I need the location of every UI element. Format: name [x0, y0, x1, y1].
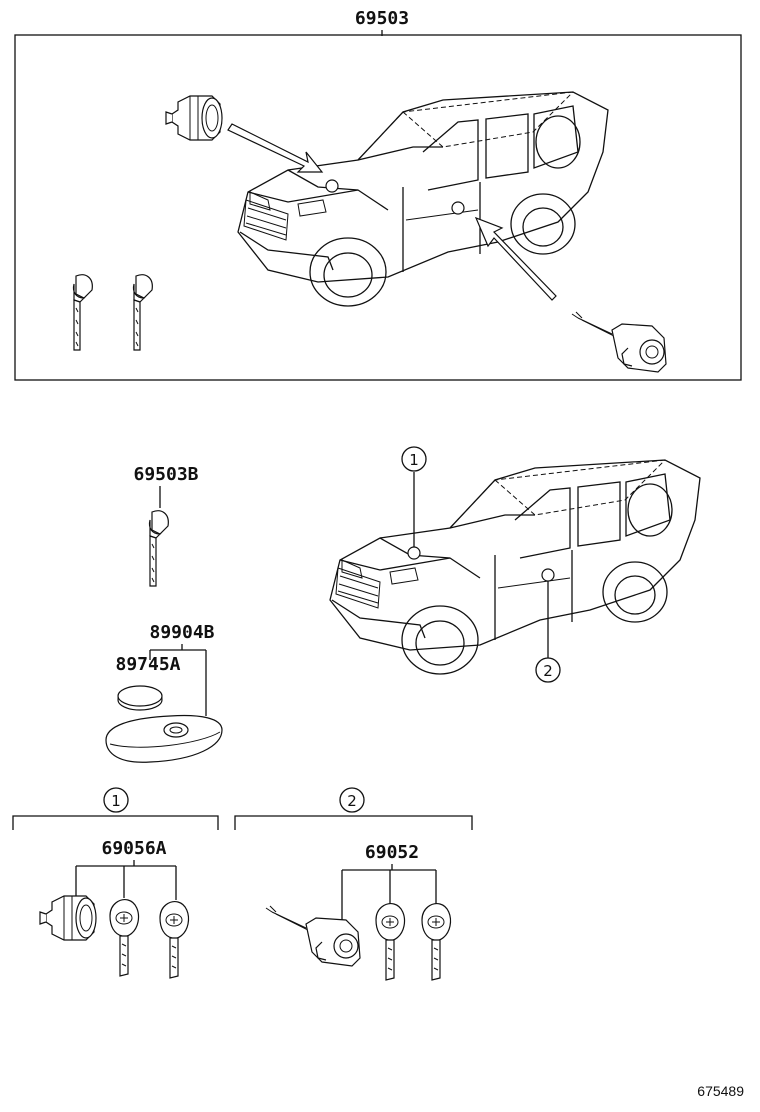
top-ignition-cylinder [165, 95, 223, 141]
door-lock-set-label: 69052 [365, 842, 419, 863]
group-1-marker-text: 1 [111, 792, 121, 810]
top-group-label: 69503 [355, 8, 409, 29]
ref-ignition-dot [407, 546, 421, 560]
top-blade-key-2 [132, 274, 153, 351]
ref-marker-2-text: 2 [543, 662, 553, 680]
ignition-set-label: 69056A [101, 838, 166, 859]
top-door-cylinder [571, 311, 667, 373]
figure-number: 675489 [697, 1083, 744, 1099]
door-pointer-arrow [474, 216, 557, 301]
door-key-1 [375, 903, 406, 981]
ref-marker-1-circle [401, 446, 427, 472]
battery-label: 89745A [115, 654, 180, 675]
battery-icon [117, 685, 163, 711]
top-group-box [14, 34, 742, 381]
ignition-cylinder [39, 895, 97, 941]
key-blank-label: 69503B [133, 464, 198, 485]
ignition-key-2 [159, 901, 190, 979]
door-position-dot [451, 201, 465, 215]
group-2-bracket [234, 815, 473, 830]
ignition-key-1 [109, 899, 140, 977]
ignition-set-leader [75, 860, 177, 902]
ref-marker-1-text: 1 [409, 451, 419, 469]
ref-door-dot [541, 568, 555, 582]
top-car-illustration [237, 91, 609, 307]
door-key-2 [421, 903, 452, 981]
transmitter-fob-icon [105, 714, 223, 763]
door-lock-cylinder [265, 905, 361, 967]
ignition-set-group: 1 69056A [12, 787, 219, 979]
door-lock-set-group: 2 69052 [234, 787, 473, 981]
top-group: 69503 [14, 8, 742, 381]
ref-marker-2-circle [535, 657, 561, 683]
reference-car-illustration [329, 459, 701, 675]
top-blade-key-1 [72, 274, 93, 351]
group-1-marker-circle [103, 787, 129, 813]
key-blank-icon [148, 510, 169, 587]
group-2-marker-text: 2 [347, 792, 357, 810]
ignition-position-dot [325, 179, 339, 193]
group-1-bracket [12, 815, 219, 830]
group-2-marker-circle [339, 787, 365, 813]
transmitter-label: 89904B [149, 622, 214, 643]
ignition-pointer-arrow [227, 123, 324, 173]
transmitter-leader [149, 644, 207, 716]
door-lock-set-leader [341, 864, 437, 920]
